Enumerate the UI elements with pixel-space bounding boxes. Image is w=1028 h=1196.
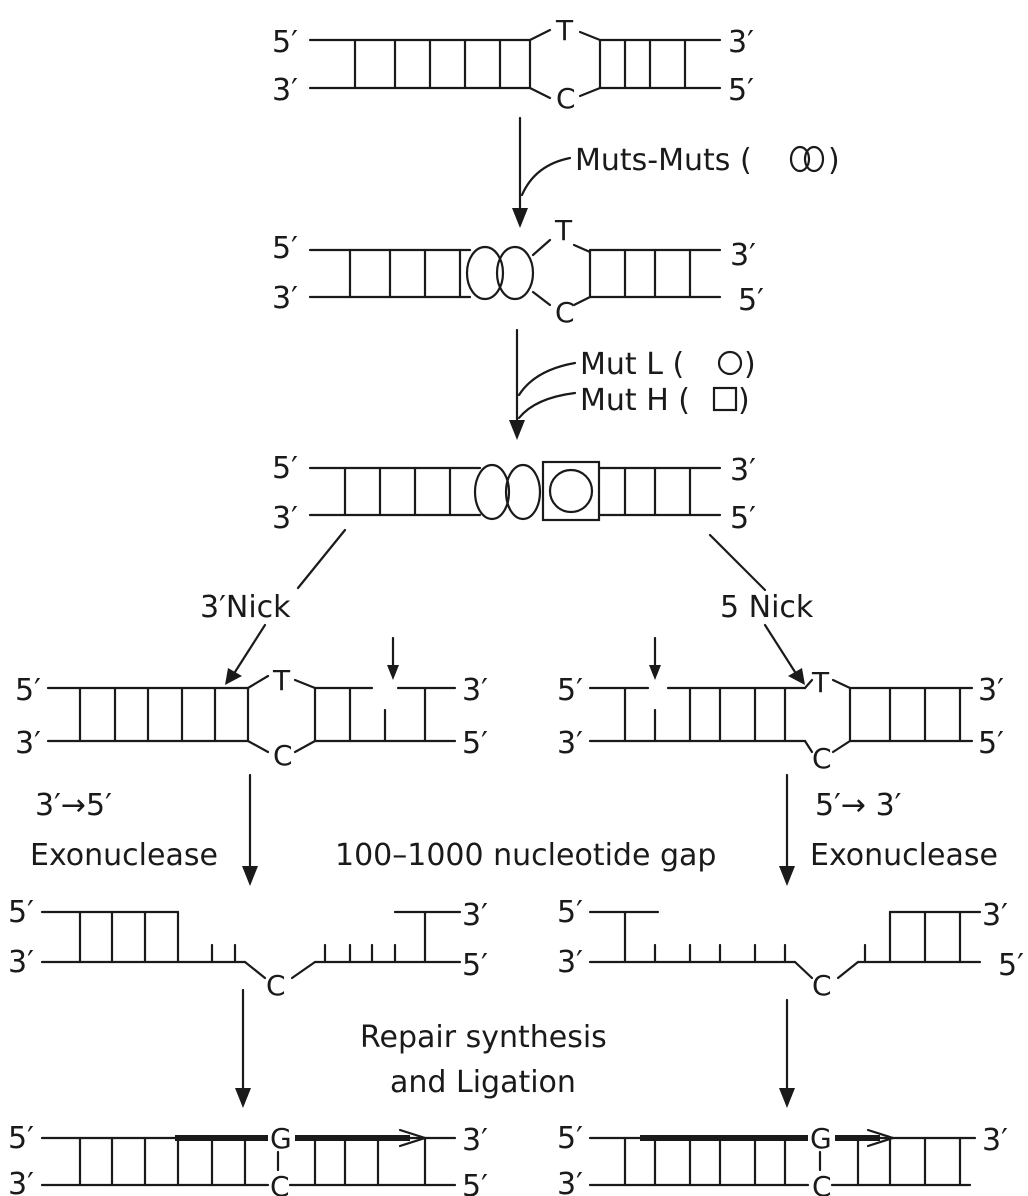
end-label-5: 5′ — [272, 231, 298, 266]
end-label-3: 3′ — [982, 1123, 1008, 1158]
nick-label-left: 3′Nick — [200, 590, 291, 625]
exo-label-right: Exonuclease — [810, 838, 998, 873]
end-label-3: 3′ — [8, 945, 34, 980]
exo-direction-right: 5′→ 3′ — [815, 788, 902, 823]
duplex-left-repaired: 5′ 3′ G C 3′ 5′ — [8, 1121, 488, 1196]
end-label-3: 3′ — [462, 898, 488, 933]
end-label-5: 5′ — [272, 451, 298, 486]
duplex-right-nicked: 5′ 3′ T C 3′ 5′ — [557, 636, 1004, 775]
muts-protein-shape — [465, 245, 505, 301]
exonuclease-step: 3′→5′ Exonuclease 100–1000 nucleotide ga… — [30, 773, 998, 886]
exo-direction-left: 3′→5′ — [35, 788, 112, 823]
end-label-3: 3′ — [730, 238, 756, 273]
repair-step: Repair synthesis and Ligation — [235, 988, 795, 1108]
end-label-3: 3′ — [462, 673, 488, 708]
muts-label-close: ) — [828, 143, 840, 178]
mutl-protein-circle — [548, 468, 594, 514]
repair-label-line2: and Ligation — [390, 1065, 576, 1100]
exo-label-left: Exonuclease — [30, 838, 218, 873]
end-label-5: 5′ — [730, 501, 756, 536]
duplex-mismatch: 5′ 3′ T C 3′ 5′ — [272, 14, 754, 115]
end-label-5: 5′ — [557, 1121, 583, 1156]
end-label-5: 5′ — [557, 673, 583, 708]
end-label-5: 5′ — [272, 25, 298, 60]
base-g: G — [270, 1122, 292, 1155]
end-label-5: 5′ — [462, 726, 488, 761]
end-label-3: 3′ — [557, 945, 583, 980]
duplex-mutsl-h-complex: 5′ 3′ 3′ 5′ — [272, 451, 756, 536]
nick-arrow — [387, 665, 399, 680]
base-c: C — [812, 969, 832, 1002]
base-t: T — [554, 214, 573, 247]
base-t: T — [555, 14, 574, 47]
end-label-3: 3′ — [557, 726, 583, 761]
end-label-5: 5′ — [15, 673, 41, 708]
end-label-5: 5′ — [998, 948, 1024, 983]
base-g: G — [810, 1122, 832, 1155]
base-c: C — [266, 969, 286, 1002]
muth-protein-box — [541, 460, 601, 522]
mutl-symbol — [717, 350, 743, 376]
duplex-right-repaired: 5′ 3′ G C 3′ — [557, 1121, 1008, 1196]
arrow-mutl-muth-binding: Mut L ( ) Mut H ( ) — [509, 328, 756, 440]
branch-lines: 3′Nick 5 Nick — [200, 528, 814, 685]
duplex-left-gapped: 5′ 3′ C 3′ 5′ — [8, 895, 488, 1002]
base-c: C — [273, 739, 293, 772]
end-label-3: 3′ — [15, 726, 41, 761]
end-label-3: 3′ — [557, 1167, 583, 1196]
end-label-5: 5′ — [8, 895, 34, 930]
base-c: C — [812, 1170, 832, 1196]
end-label-5: 5′ — [8, 1121, 34, 1156]
muts-label: Muts-Muts ( — [575, 143, 752, 178]
arrow-muts-binding: Muts-Muts ( ) — [512, 116, 840, 228]
end-label-5: 5′ — [462, 948, 488, 983]
end-label-5: 5′ — [738, 283, 764, 318]
gap-label: 100–1000 nucleotide gap — [335, 838, 716, 873]
end-label-3: 3′ — [728, 25, 754, 60]
end-label-3: 3′ — [978, 673, 1004, 708]
end-label-3: 3′ — [8, 1167, 34, 1196]
end-label-3: 3′ — [462, 1123, 488, 1158]
base-t: T — [811, 666, 830, 699]
end-label-5: 5′ — [728, 73, 754, 108]
muth-symbol — [712, 386, 738, 412]
end-label-3: 3′ — [272, 73, 298, 108]
duplex-muts-bound: 5′ 3′ T C 3′ 5′ — [272, 214, 764, 329]
mutl-label: Mut L ( — [580, 347, 684, 382]
end-label-5: 5′ — [462, 1169, 488, 1196]
base-c: C — [270, 1170, 290, 1196]
end-label-5: 5′ — [557, 895, 583, 930]
end-label-3: 3′ — [272, 281, 298, 316]
end-label-5: 5′ — [978, 726, 1004, 761]
nick-label-right: 5 Nick — [720, 590, 814, 625]
duplex-left-nicked: 5′ 3′ T C 3′ 5′ — [15, 636, 488, 772]
muth-label: Mut H ( — [580, 383, 690, 418]
end-label-3: 3′ — [272, 501, 298, 536]
base-t: T — [272, 664, 291, 697]
base-c: C — [812, 742, 832, 775]
nick-arrow — [649, 665, 661, 680]
duplex-right-gapped: 5′ 3′ C 3′ 5′ — [557, 895, 1024, 1002]
repair-label-line1: Repair synthesis — [360, 1020, 607, 1055]
end-label-3: 3′ — [982, 898, 1008, 933]
base-c: C — [556, 82, 576, 115]
mutl-label-close: ) — [744, 347, 756, 382]
end-label-3: 3′ — [730, 453, 756, 488]
base-c: C — [555, 296, 575, 329]
muth-label-close: ) — [738, 383, 750, 418]
